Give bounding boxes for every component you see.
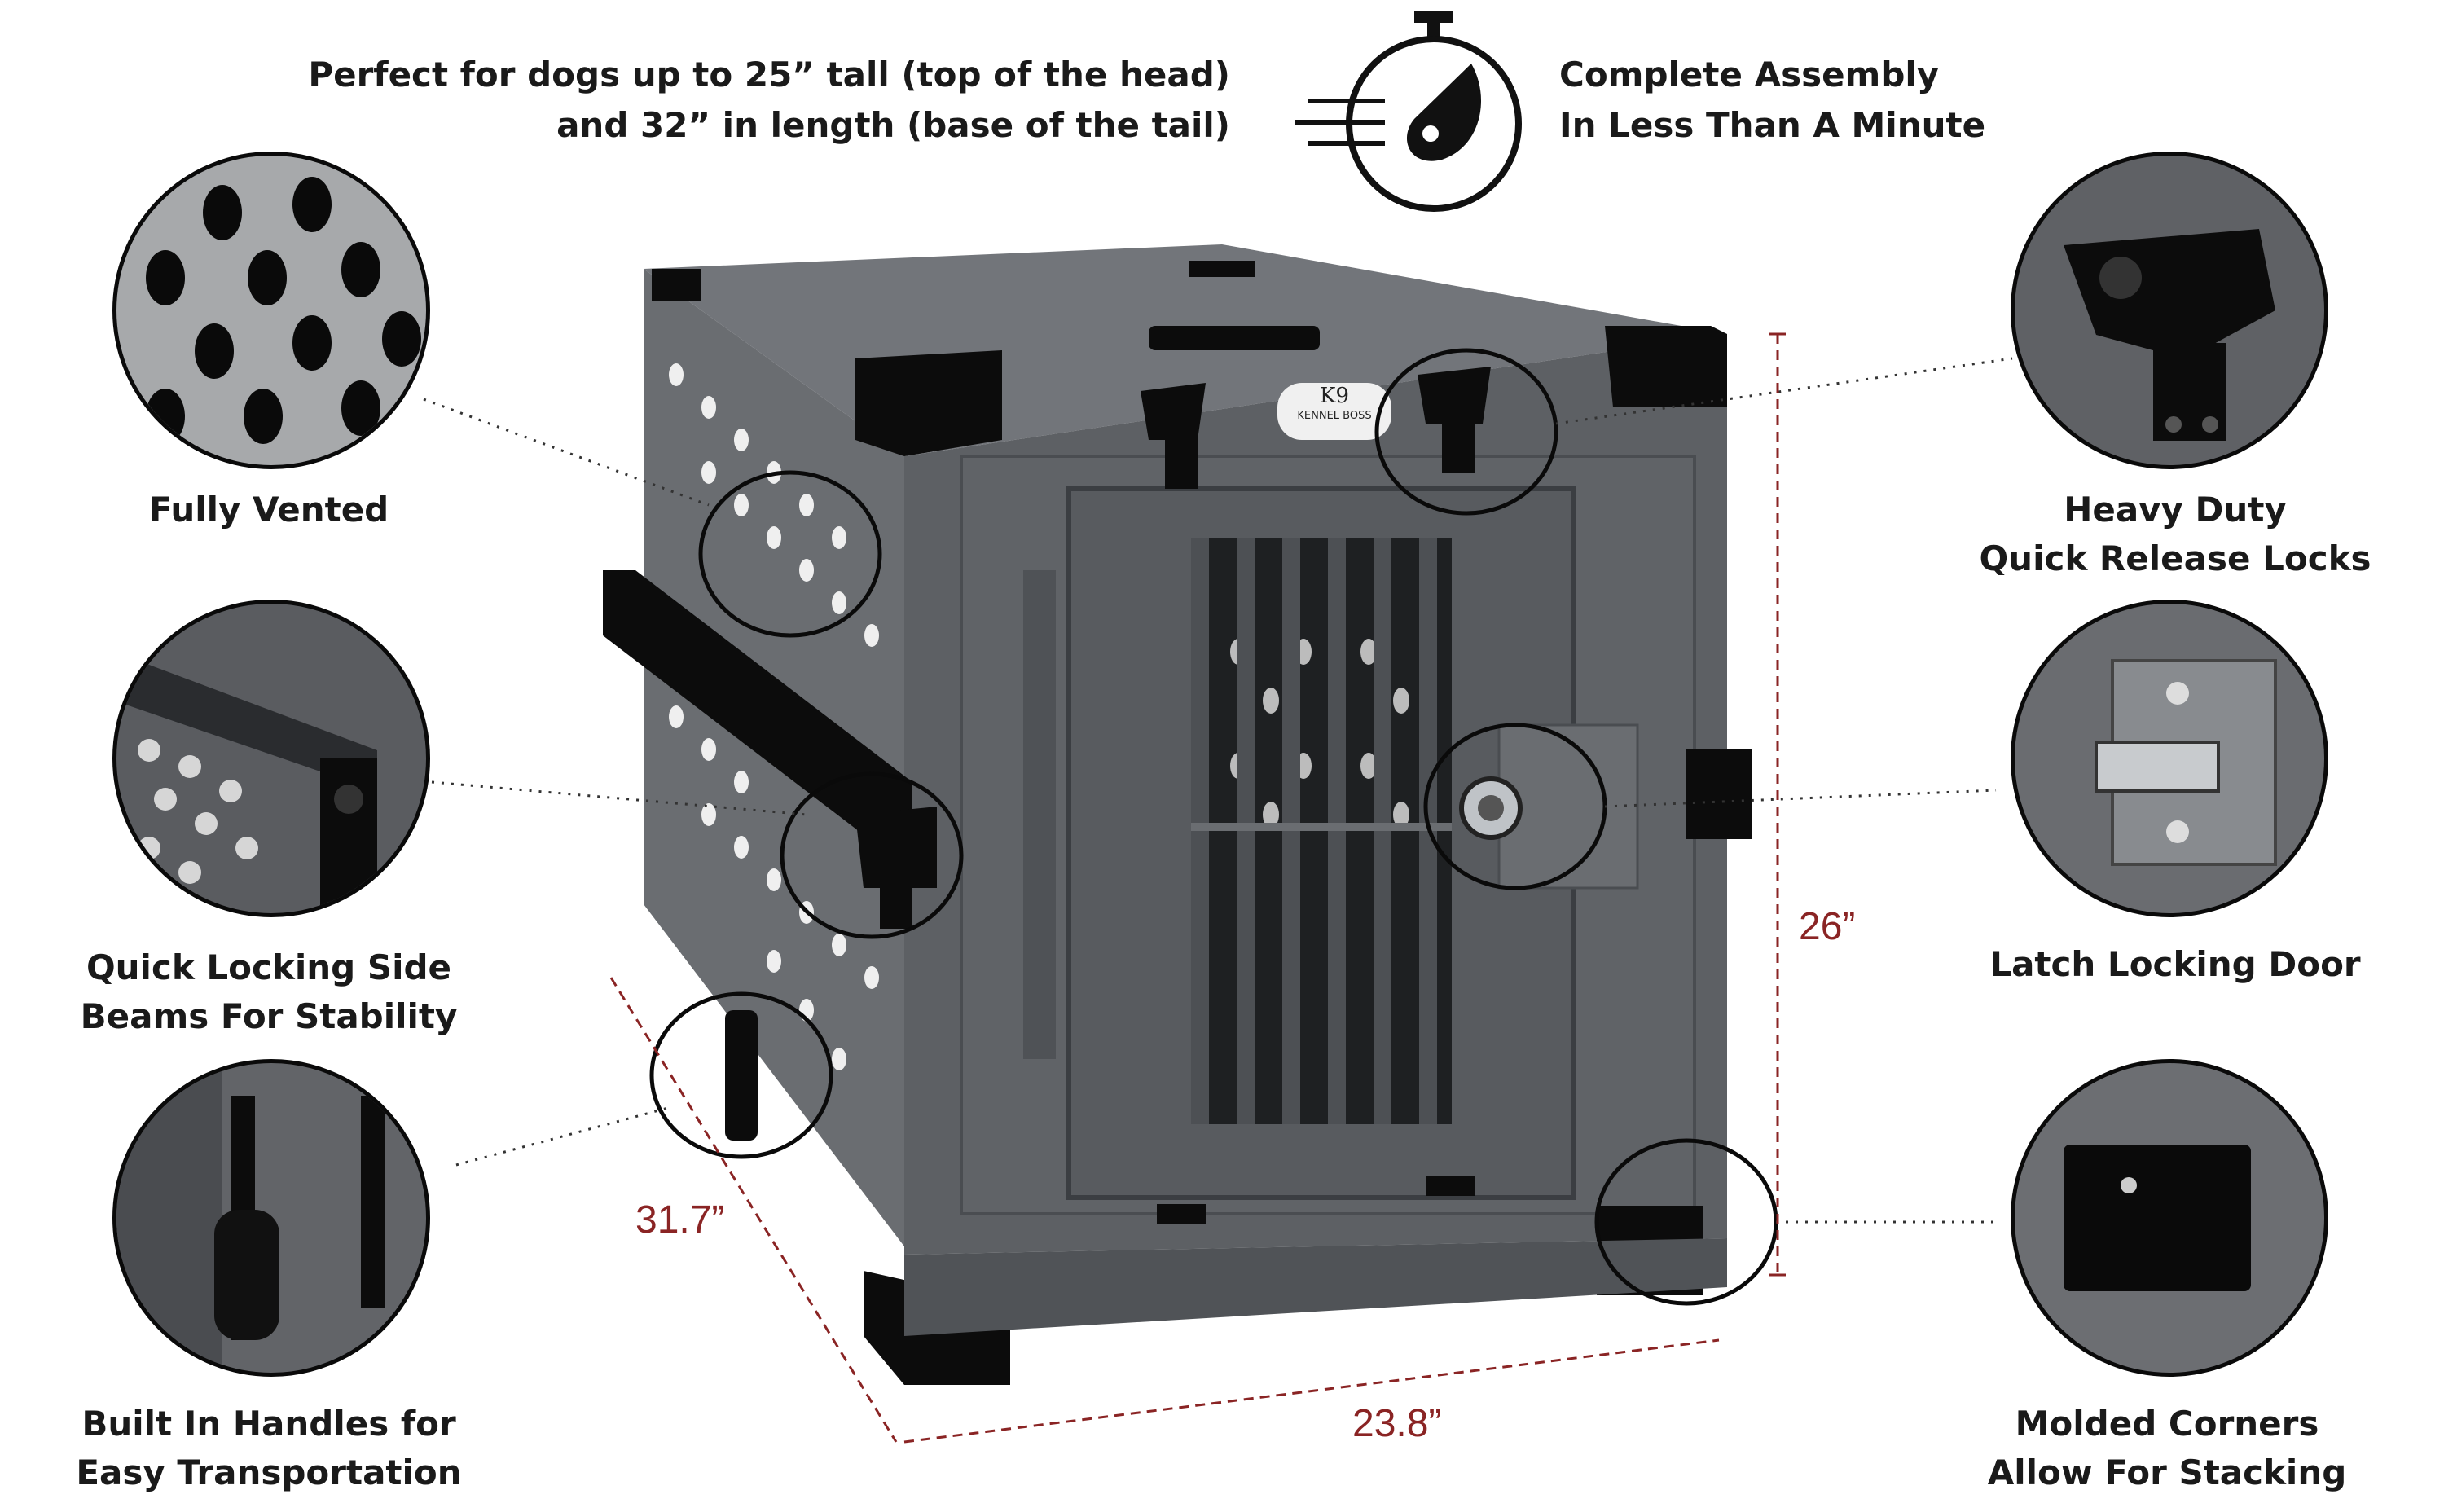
vent-holes-icon (146, 177, 421, 444)
detail-side-beam (112, 600, 430, 917)
side-beam-icon (116, 653, 377, 913)
dog-crate (603, 244, 1752, 1385)
feature-label-side-beams-line-2: Beams For Stability (80, 996, 458, 1036)
assembly-info-line-1: Complete Assembly (1559, 55, 1940, 94)
carry-handle-icon (116, 1063, 385, 1373)
detail-vent-holes (112, 152, 430, 469)
callout-rings (649, 348, 1778, 1306)
feature-label-locks-line-1: Heavy Duty (2064, 490, 2287, 530)
detail-quick-release-lock (2011, 152, 2328, 469)
dimension-height: 26” (1799, 905, 1856, 948)
dimension-width: 23.8” (1352, 1402, 1442, 1445)
fit-info-line-2: and 32” in length (base of the tail) (556, 105, 1230, 145)
detail-door-latch (2011, 600, 2328, 917)
feature-label-handles-line-2: Easy Transportation (76, 1453, 462, 1492)
molded-corner-icon (2064, 1145, 2251, 1291)
feature-label-locks-line-2: Quick Release Locks (1979, 538, 2371, 578)
stopwatch-icon (1295, 11, 1522, 212)
feature-label-side-beams-line-1: Quick Locking Side (86, 947, 452, 987)
door-latch-icon (2095, 659, 2277, 866)
feature-label-corners-line-1: Molded Corners (2015, 1404, 2319, 1444)
dimension-depth: 31.7” (635, 1198, 725, 1242)
brand-badge-line-1: K9 (1320, 384, 1349, 408)
feature-label-vented: Fully Vented (148, 490, 389, 530)
quick-release-lock-icon (2064, 229, 2275, 441)
dimension-ticks (1769, 332, 1786, 1277)
dimension-lines (609, 334, 1779, 1444)
detail-handle (112, 1059, 430, 1377)
feature-label-handles-line-1: Built In Handles for (81, 1404, 456, 1444)
leader-lines (423, 357, 2013, 1224)
assembly-info-line-2: In Less Than A Minute (1559, 105, 1986, 145)
fit-info-line-1: Perfect for dogs up to 25” tall (top of … (308, 55, 1230, 94)
feature-label-latch-door: Latch Locking Door (1989, 944, 2361, 984)
brand-badge-line-2: KENNEL BOSS (1297, 410, 1372, 422)
feature-label-corners-line-2: Allow For Stacking (1987, 1453, 2347, 1492)
detail-molded-corner (2011, 1059, 2328, 1377)
